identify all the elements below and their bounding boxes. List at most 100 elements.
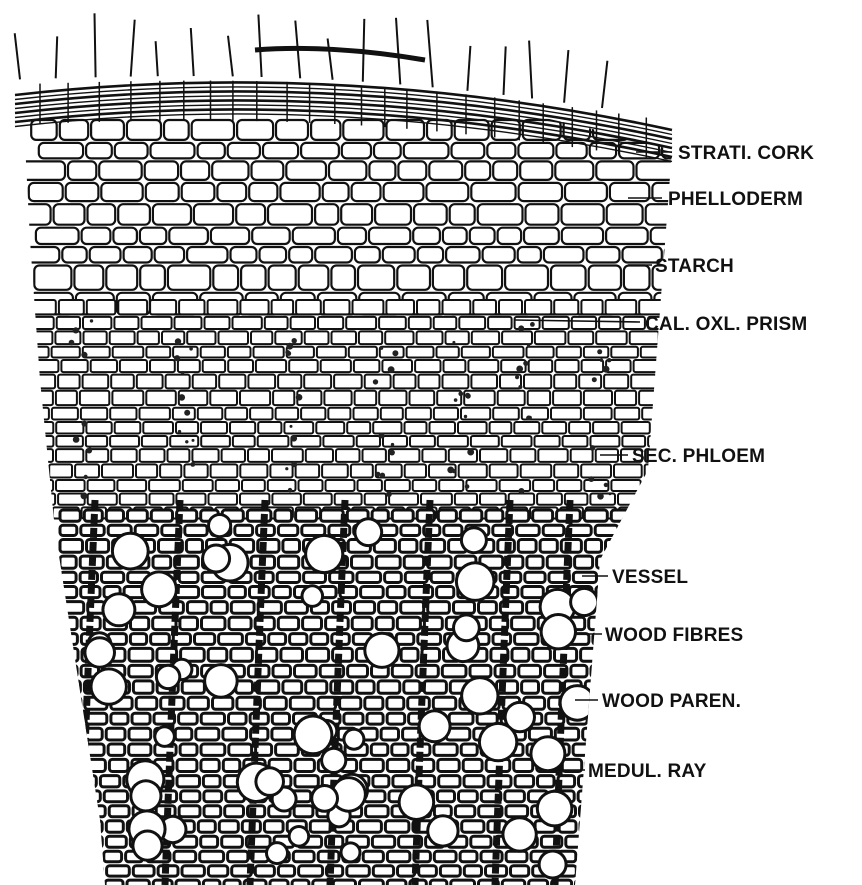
cortex-cell	[252, 228, 290, 244]
phloem-cell	[150, 300, 176, 314]
phloem-cell	[146, 391, 176, 405]
xylem-cell	[182, 866, 204, 876]
xylem-cell	[401, 648, 418, 661]
xylem-cell	[321, 510, 344, 521]
xylem-cell	[566, 836, 583, 847]
xylem-cell	[202, 617, 226, 629]
phloem-cell	[173, 408, 195, 420]
phloem-cell	[406, 408, 431, 420]
vessel	[463, 529, 485, 551]
phloem-cell	[622, 436, 645, 447]
xylem-cell	[344, 713, 363, 724]
phloem-cell	[317, 347, 346, 358]
phloem-cell	[201, 436, 230, 447]
cortex-cell	[404, 143, 449, 159]
xylem-cell	[229, 744, 252, 755]
phloem-cell	[184, 464, 207, 477]
starch-grain	[81, 492, 88, 499]
phloem-cell	[324, 300, 350, 314]
xylem-cell	[434, 744, 457, 755]
cortex-cell	[562, 204, 604, 225]
phloem-cell	[443, 375, 469, 389]
phloem-cell	[634, 360, 659, 372]
phloem-cell	[535, 331, 566, 344]
xylem-cell	[576, 880, 597, 885]
starch-grain	[286, 351, 291, 356]
phloem-cell	[120, 494, 147, 505]
vessel	[132, 782, 159, 809]
cortex-cell	[443, 228, 467, 244]
phloem-cell	[639, 300, 665, 314]
cortex-cell	[263, 143, 298, 159]
xylem-cell	[231, 602, 254, 614]
cortex-cell	[426, 183, 468, 201]
phloem-cell	[502, 331, 532, 344]
xylem-cell	[358, 821, 382, 832]
phloem-cell	[324, 391, 351, 405]
starch-grain	[189, 347, 193, 351]
xylem-cell	[486, 510, 503, 521]
xylem-cell	[361, 587, 384, 598]
surface-hair	[191, 28, 194, 76]
phloem-cell	[615, 391, 636, 405]
phloem-cell	[289, 360, 318, 372]
cortex-cell	[562, 228, 603, 244]
xylem-cell	[80, 880, 101, 885]
phloem-cell	[354, 408, 378, 420]
label-cal-oxl-prism: CAL. OXL. PRISM	[645, 314, 807, 335]
xylem-cell	[519, 665, 541, 677]
xylem-cell	[595, 744, 619, 755]
xylem-cell	[511, 866, 529, 876]
xylem-cell	[179, 572, 198, 582]
phloem-cell	[113, 347, 144, 358]
surface-hair	[396, 18, 400, 85]
phloem-cell	[301, 408, 325, 420]
phloem-cell	[653, 422, 677, 434]
xylem-cell	[208, 866, 227, 876]
cortex-cell	[596, 161, 633, 180]
phloem-cell	[584, 408, 612, 420]
xylem-cell	[373, 866, 393, 876]
xylem-cell	[293, 851, 314, 862]
phloem-cell	[136, 464, 157, 477]
phloem-cell	[355, 391, 377, 405]
xylem-cell	[479, 602, 497, 614]
phloem-cell	[275, 331, 301, 344]
cortex-cell	[520, 161, 552, 180]
cortex-cell	[187, 247, 227, 263]
phloem-cell	[137, 375, 163, 389]
phloem-cell	[434, 317, 457, 329]
xylem-cell	[204, 791, 222, 802]
xylem-cell	[201, 744, 225, 755]
phloem-cell	[528, 391, 550, 405]
xylem-cell	[397, 617, 420, 629]
phloem-cell	[525, 300, 551, 314]
vessel	[343, 844, 359, 860]
xylem-cell	[278, 866, 294, 876]
phloem-cell	[138, 331, 159, 344]
starch-grain	[391, 443, 394, 446]
phloem-cell	[542, 422, 566, 434]
vessel	[307, 537, 341, 571]
cortex-cell	[62, 247, 86, 263]
xylem-cell	[60, 759, 80, 771]
phloem-cell	[604, 375, 628, 389]
cortex-cell	[342, 143, 371, 159]
phloem-cell	[407, 347, 434, 358]
phloem-cell	[149, 480, 180, 491]
phloem-cell	[240, 300, 268, 314]
xylem-cell	[357, 681, 374, 693]
xylem-cell	[460, 851, 477, 862]
xylem-cell	[502, 880, 524, 885]
starch-grain	[184, 410, 190, 416]
surface-hair	[131, 20, 135, 77]
xylem-cell	[533, 510, 553, 521]
xylem-cell	[106, 836, 126, 847]
vessel	[539, 793, 571, 825]
starch-grain	[386, 491, 392, 497]
xylem-cell	[596, 587, 619, 598]
phloem-cell	[27, 480, 53, 491]
starch-grain	[178, 430, 181, 433]
surface-hair	[156, 41, 158, 76]
phloem-cell	[240, 464, 267, 477]
